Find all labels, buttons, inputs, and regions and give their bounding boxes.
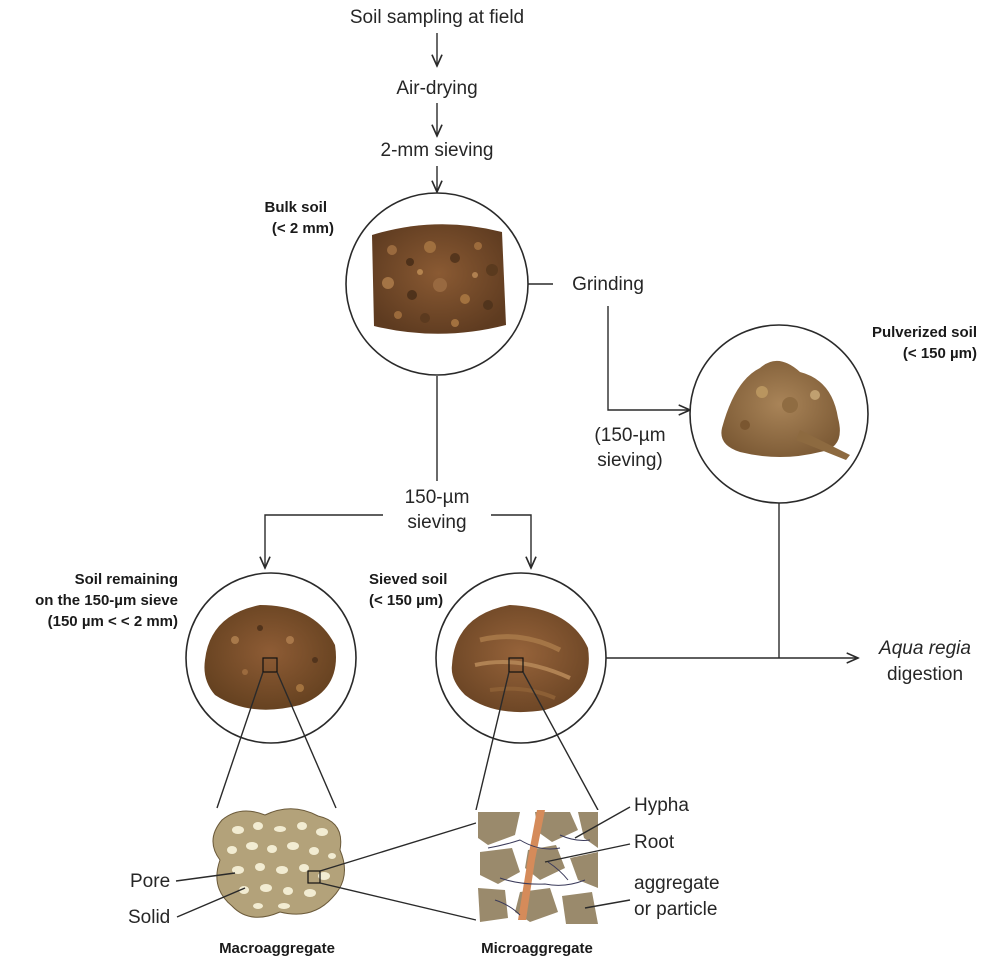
particle-label-1: aggregate [634, 873, 720, 894]
step-air-drying: Air-drying [396, 78, 477, 99]
pulverized-soil-size: (< 150 µm) [903, 345, 977, 362]
step-grinding: Grinding [572, 274, 644, 295]
macroaggregate-label: Macroaggregate [219, 940, 335, 957]
arrow-to-sieved-soil [491, 515, 531, 568]
digestion-aqua-regia: Aqua regia [878, 638, 971, 659]
step-2mm-sieving: 2-mm sieving [381, 140, 494, 161]
step-150um-sieving-paren-1: (150-µm [594, 425, 665, 446]
pulverized-soil-title: Pulverized soil [872, 324, 977, 341]
arrow-grinding-to-pulverized [608, 306, 690, 410]
sieved-soil-title: Sieved soil [369, 571, 447, 588]
step-150um-sieving-2: sieving [407, 512, 466, 533]
solid-label: Solid [128, 907, 170, 928]
sieved-soil-size: (< 150 µm) [369, 592, 443, 609]
bulk-soil-image [372, 224, 506, 334]
step-150um-sieving-paren-2: sieving) [597, 450, 662, 471]
digestion-label-2: digestion [887, 664, 963, 685]
macro-to-micro-line-bottom [320, 883, 476, 920]
remaining-soil-sieve: on the 150-µm sieve [35, 592, 178, 609]
step-150um-sieving-1: 150-µm [405, 487, 470, 508]
microaggregate-illustration [476, 810, 598, 925]
microaggregate-label: Microaggregate [481, 940, 593, 957]
bulk-soil-title: Bulk soil [264, 199, 327, 216]
macroaggregate-illustration [213, 809, 345, 918]
macro-to-micro-line-top [320, 823, 476, 871]
particle-label-2: or particle [634, 899, 717, 920]
root-label: Root [634, 832, 675, 853]
remaining-soil-title: Soil remaining [75, 571, 178, 588]
hypha-label: Hypha [634, 795, 689, 816]
step-field-sampling: Soil sampling at field [350, 7, 524, 28]
remaining-soil-size: (150 µm < < 2 mm) [48, 613, 178, 630]
arrow-to-remaining-soil [265, 515, 383, 568]
digestion-label: Aqua regia [878, 638, 971, 659]
bulk-soil-size: (< 2 mm) [272, 220, 334, 237]
pore-label: Pore [130, 871, 170, 892]
